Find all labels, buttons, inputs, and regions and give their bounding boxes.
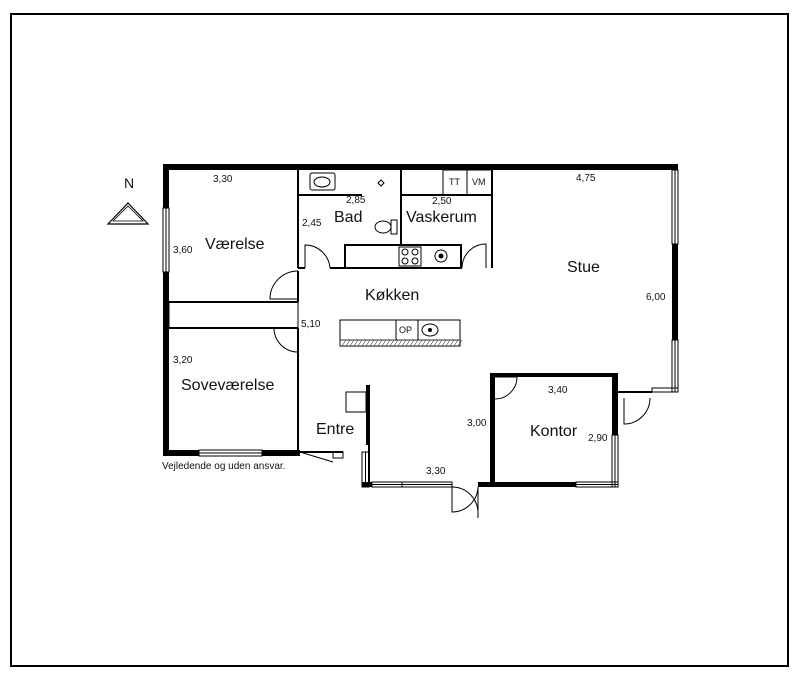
windows: [162, 169, 679, 488]
exterior-walls: [163, 164, 678, 487]
hallway-wardrobe: [168, 301, 299, 329]
dim-bad-width: 2,85: [346, 195, 366, 206]
dim-vaerelse-width: 3,30: [213, 174, 233, 185]
dim-kontor-depth: 2,90: [588, 433, 608, 444]
door-swings: [269, 243, 651, 518]
dim-sove-depth: 3,20: [173, 355, 193, 366]
disclaimer-note: Vejledende og uden ansvar.: [162, 461, 286, 472]
laundry-appliances: [442, 169, 493, 196]
room-label-vaerelse: Værelse: [205, 236, 265, 253]
kitchen-sink-icon: [434, 249, 448, 263]
stove-icon: [398, 246, 422, 267]
room-label-kontor: Kontor: [530, 423, 578, 440]
shower-drain-icon: [377, 179, 385, 187]
dim-stue-width: 4,75: [576, 173, 596, 184]
room-label-stue: Stue: [567, 259, 600, 276]
dim-bad-depth: 2,45: [302, 218, 322, 229]
north-label: N: [124, 175, 135, 191]
island-sink-icon: [421, 323, 439, 337]
dim-stue-depth: 6,00: [646, 292, 666, 303]
appliance-dishwasher: OP: [399, 325, 413, 335]
dim-koekken-depth: 5,10: [301, 319, 321, 330]
dim-vaskerum-width: 2,50: [432, 196, 452, 207]
toilet-icon: [374, 219, 398, 235]
room-label-bad: Bad: [334, 209, 363, 226]
dim-vaerelse-depth: 3,60: [173, 245, 193, 256]
page-frame: [10, 13, 789, 667]
dim-entre-width: 3,30: [426, 466, 446, 477]
dim-entre-depth: 3,00: [467, 418, 487, 429]
north-arrow-icon: [106, 202, 150, 225]
appliance-washer: VM: [472, 177, 486, 187]
appliance-tumbler: TT: [449, 177, 460, 187]
room-label-koekken: Køkken: [365, 287, 420, 304]
room-label-vaskerum: Vaskerum: [406, 209, 477, 226]
room-label-sovevaerelse: Soveværelse: [181, 377, 275, 394]
kitchen-counter-top: [344, 244, 462, 269]
kitchen-island-hatch: [341, 339, 463, 347]
entre-partition: [366, 385, 370, 445]
bathroom-sink-icon: [309, 172, 336, 191]
room-label-entre: Entre: [316, 421, 355, 438]
dim-kontor-width: 3,40: [548, 385, 568, 396]
